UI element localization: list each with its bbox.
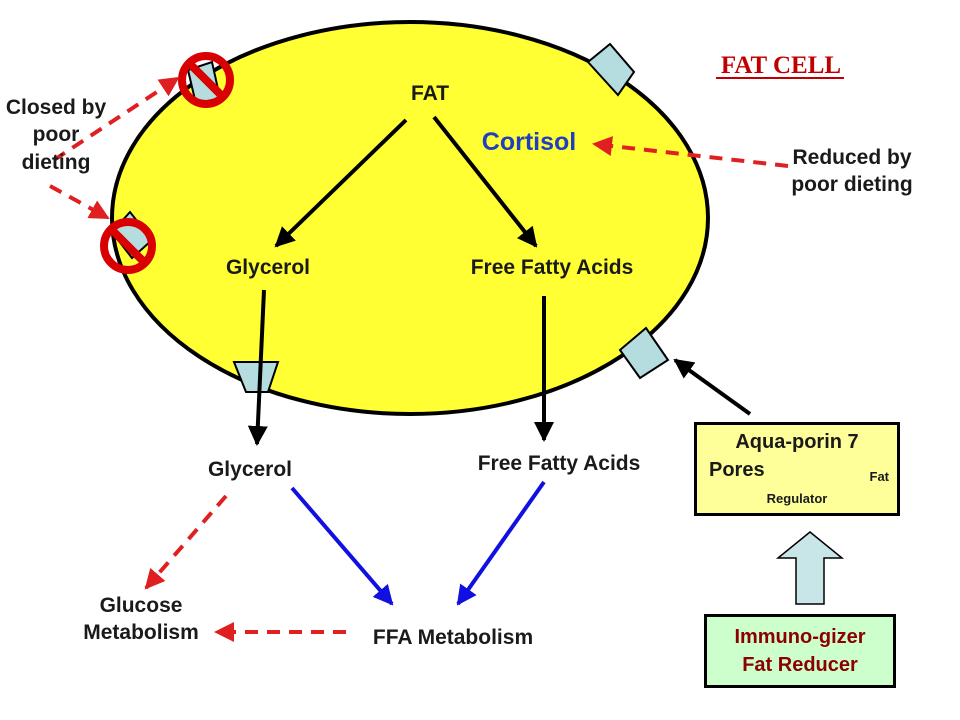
ffa-inside-label: Free Fatty Acids	[470, 256, 634, 279]
aquaporin-to-pore-arrow	[673, 358, 752, 416]
pore-icon	[618, 326, 670, 380]
fat-to-ffa-arrow	[432, 115, 538, 248]
immuno-gizer-line1: Immuno-gizer	[734, 626, 866, 648]
ffa-outside-label: Free Fatty Acids	[477, 452, 641, 475]
pore-icon	[586, 42, 636, 97]
fat-label: FAT	[410, 82, 450, 105]
aquaporin-regulator: Regulator	[766, 491, 828, 506]
no-entry-icon	[100, 218, 156, 274]
cortisol-label: Cortisol	[481, 128, 577, 156]
reduced-by-poor-dieting-label: Reduced by poor dieting	[791, 146, 913, 197]
glycerol-inside-label: Glycerol	[225, 256, 311, 279]
up-arrow-icon	[775, 531, 845, 605]
pore-icon	[232, 361, 280, 393]
glycerol-to-glucose-dashed-arrow	[144, 494, 228, 590]
aquaporin-box: Aqua-porin 7 Pores Fat Regulator	[694, 422, 900, 516]
fat-cell-title: FAT CELL	[720, 52, 842, 79]
immuno-gizer-box: Immuno-gizer Fat Reducer	[704, 614, 896, 688]
glycerol-to-ffa-metabolism-arrow	[290, 486, 394, 606]
closed-dashed-arrow-top	[52, 76, 180, 162]
immuno-gizer-line2: Fat Reducer	[742, 654, 858, 676]
aquaporin-title: Aqua-porin 7	[735, 431, 859, 453]
ffa-metabolism-label: FFA Metabolism	[372, 626, 534, 649]
glycerol-exit-arrow	[247, 289, 268, 446]
glycerol-outside-label: Glycerol	[207, 458, 293, 481]
glucose-metabolism-label: Glucose Metabolism	[83, 594, 199, 645]
no-entry-icon	[178, 52, 234, 108]
closed-dashed-arrow-bottom	[49, 184, 110, 220]
ffa-to-ffa-metabolism-arrow	[456, 480, 546, 606]
closed-by-poor-dieting-label: Closed by poor dieting	[5, 96, 107, 174]
fat-to-glycerol-arrow	[274, 118, 408, 248]
aquaporin-pores: Pores	[709, 459, 765, 481]
reduced-dashed-arrow	[592, 136, 789, 168]
aquaporin-fat: Fat	[869, 469, 890, 484]
